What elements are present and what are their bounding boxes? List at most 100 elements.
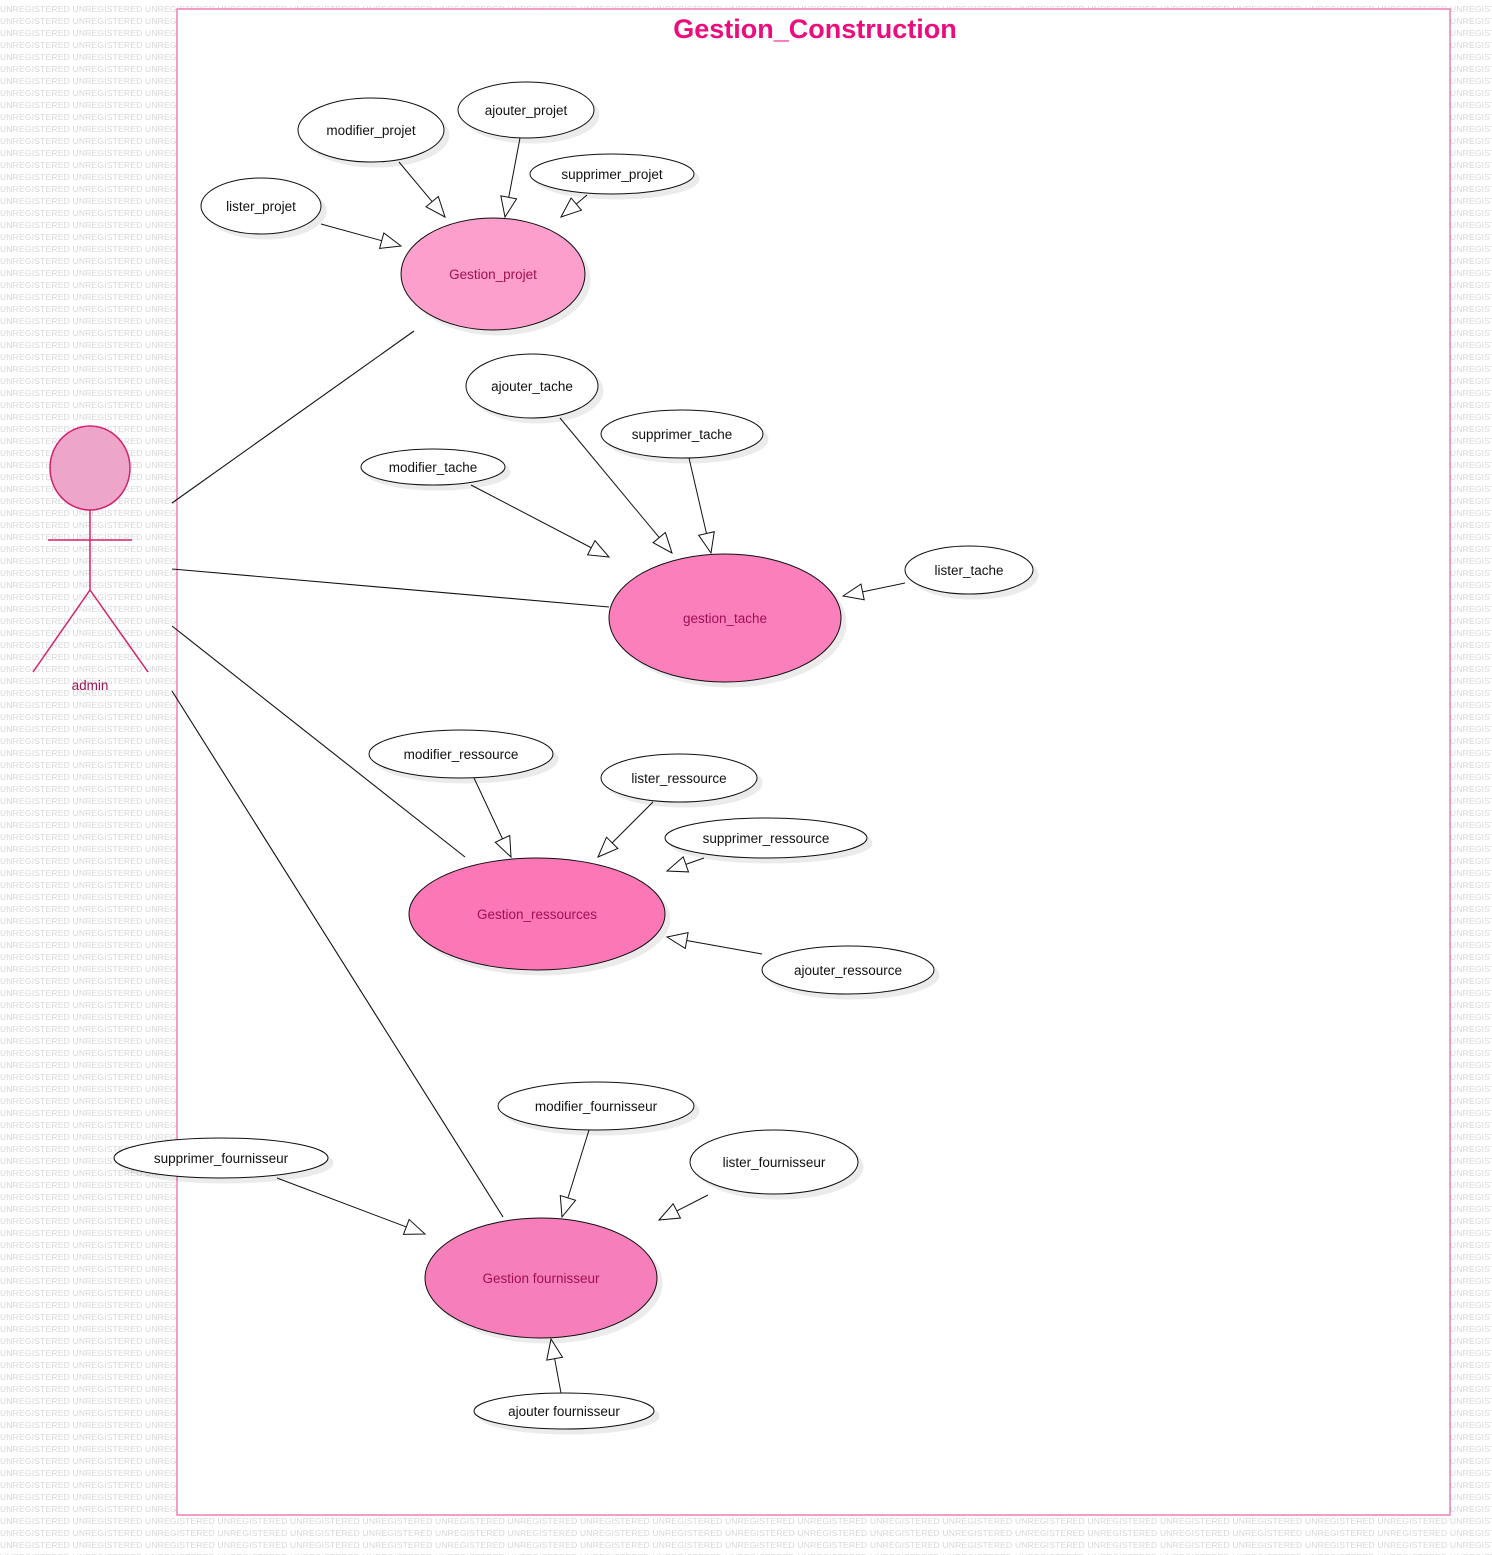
- generalization-line-lister-tache[interactable]: [862, 582, 906, 593]
- hub-label: Gestion fournisseur: [482, 1271, 600, 1286]
- generalization-arrowhead-ajouter-projet: [500, 195, 518, 219]
- use-case-ellipse: [368, 729, 554, 779]
- use-case-ajouter-fournisseur[interactable]: ajouter fournisseur: [473, 1392, 655, 1430]
- use-case-label: supprimer_tache: [632, 427, 733, 442]
- hub-ellipse: [408, 857, 666, 971]
- use-case-lister-tache[interactable]: lister_tache: [904, 545, 1034, 595]
- use-case-ellipse: [473, 1392, 655, 1430]
- generalization-line-ajouter-projet[interactable]: [508, 137, 521, 198]
- use-case-ajouter-ressource[interactable]: ajouter_ressource: [761, 945, 935, 995]
- system-boundary[interactable]: [176, 8, 1451, 1516]
- generalization-line-supprimer-fournisseur[interactable]: [276, 1177, 407, 1228]
- watermark-row: UNREGISTERED UNREGISTERED UNREGISTERED U…: [0, 1516, 1492, 1526]
- actor-label: admin: [72, 678, 109, 693]
- generalization-line-lister-fournisseur[interactable]: [676, 1194, 709, 1212]
- use-case-modifier-tache[interactable]: modifier_tache: [360, 448, 506, 486]
- use-case-ellipse: [200, 177, 322, 235]
- actor-head: [49, 425, 131, 511]
- hub-gestion-fournisseur[interactable]: Gestion fournisseur: [424, 1217, 658, 1339]
- generalization-line-supprimer-tache[interactable]: [688, 457, 707, 534]
- generalization-line-lister-ressource[interactable]: [611, 801, 654, 844]
- generalization-line-modifier-projet[interactable]: [398, 161, 433, 202]
- generalization-line-modifier-tache[interactable]: [470, 484, 592, 549]
- generalization-line-ajouter-ressource[interactable]: [686, 940, 763, 955]
- generalization-arrowhead-supprimer-ressource: [665, 855, 690, 873]
- generalization-arrows: [276, 137, 906, 1394]
- hub-ellipse: [608, 553, 842, 683]
- hub-label: Gestion_projet: [449, 267, 537, 282]
- use-case-label: ajouter_ressource: [794, 963, 902, 978]
- generalization-line-modifier-ressource[interactable]: [473, 777, 503, 840]
- use-case-ellipse: [497, 1081, 695, 1131]
- use-case-supprimer-tache[interactable]: supprimer_tache: [600, 409, 764, 459]
- use-case-ellipse: [689, 1129, 859, 1195]
- hub-label: gestion_tache: [683, 611, 767, 626]
- use-case-ellipse: [600, 753, 758, 803]
- use-case-label: ajouter fournisseur: [508, 1404, 620, 1419]
- use-case-modifier-fournisseur[interactable]: modifier_fournisseur: [497, 1081, 695, 1131]
- actor-right-leg: [89, 589, 149, 673]
- use-case-label: lister_ressource: [631, 771, 726, 786]
- generalization-line-supprimer-ressource[interactable]: [685, 857, 705, 865]
- use-case-ellipse: [600, 409, 764, 459]
- assoc-admin-tache[interactable]: [171, 568, 610, 608]
- generalization-line-modifier-fournisseur[interactable]: [567, 1129, 590, 1199]
- use-case-label: ajouter_projet: [485, 103, 568, 118]
- assoc-admin-projet[interactable]: [171, 330, 415, 504]
- generalization-arrowhead-ajouter-fournisseur: [546, 1337, 564, 1361]
- hub-gestion-ressources[interactable]: Gestion_ressources: [408, 857, 666, 971]
- generalization-line-supprimer-projet[interactable]: [575, 194, 588, 205]
- diagram-title: Gestion_Construction: [673, 14, 957, 44]
- generalization-arrowhead-lister-projet: [378, 232, 403, 249]
- watermark-row: UNREGISTERED UNREGISTERED UNREGISTERED U…: [0, 1552, 1492, 1555]
- assoc-admin-fournisseur[interactable]: [171, 690, 504, 1218]
- generalization-arrowhead-ajouter-ressource: [665, 932, 689, 950]
- generalization-arrowhead-modifier-ressource: [494, 834, 512, 859]
- assoc-admin-ressources[interactable]: [171, 625, 466, 858]
- use-case-ellipse: [113, 1137, 329, 1179]
- use-case-modifier-ressource[interactable]: modifier_ressource: [368, 729, 554, 779]
- actor-left-leg: [32, 589, 91, 673]
- use-case-ajouter-projet[interactable]: ajouter_projet: [457, 81, 595, 139]
- use-case-ellipse: [297, 97, 445, 163]
- use-case-ellipse: [664, 817, 868, 859]
- use-case-label: ajouter_tache: [491, 379, 573, 394]
- generalization-arrowhead-supprimer-fournisseur: [402, 1218, 427, 1235]
- hub-ellipse: [424, 1217, 658, 1339]
- use-case-lister-ressource[interactable]: lister_ressource: [600, 753, 758, 803]
- use-case-ellipse: [904, 545, 1034, 595]
- generalization-arrowhead-modifier-projet: [425, 195, 446, 219]
- use-case-label: supprimer_ressource: [703, 831, 830, 846]
- use-case-supprimer-ressource[interactable]: supprimer_ressource: [664, 817, 868, 859]
- generalization-arrowhead-lister-tache: [841, 583, 865, 601]
- use-case-ellipse: [465, 353, 599, 419]
- watermark-row: UNREGISTERED UNREGISTERED UNREGISTERED U…: [0, 1528, 1492, 1538]
- use-case-modifier-projet[interactable]: modifier_projet: [297, 97, 445, 163]
- use-case-ellipse: [360, 448, 506, 486]
- hub-gestion-tache[interactable]: gestion_tache: [608, 553, 842, 683]
- hub-label: Gestion_ressources: [477, 907, 597, 922]
- generalization-line-ajouter-tache[interactable]: [559, 417, 660, 538]
- use-case-supprimer-projet[interactable]: supprimer_projet: [529, 153, 695, 195]
- use-case-lister-projet[interactable]: lister_projet: [200, 177, 322, 235]
- use-case-label: supprimer_fournisseur: [154, 1151, 289, 1166]
- hub-gestion-projet[interactable]: Gestion_projet: [400, 217, 586, 331]
- use-case-label: modifier_ressource: [404, 747, 519, 762]
- actor-admin[interactable]: [32, 425, 149, 673]
- generalization-arrowhead-modifier-tache: [586, 539, 611, 558]
- hub-ellipse: [400, 217, 586, 331]
- use-case-ajouter-tache[interactable]: ajouter_tache: [465, 353, 599, 419]
- generalization-arrowhead-modifier-fournisseur: [559, 1194, 577, 1219]
- use-case-supprimer-fournisseur[interactable]: supprimer_fournisseur: [113, 1137, 329, 1179]
- generalization-line-lister-projet[interactable]: [320, 223, 382, 242]
- generalization-arrowhead-supprimer-tache: [697, 531, 715, 555]
- generalization-line-ajouter-fournisseur[interactable]: [554, 1358, 562, 1394]
- use-case-ellipse: [529, 153, 695, 195]
- use-case-ellipse: [761, 945, 935, 995]
- use-case-lister-fournisseur[interactable]: lister_fournisseur: [689, 1129, 859, 1195]
- use-case-label: modifier_projet: [326, 123, 416, 138]
- generalization-arrowhead-ajouter-tache: [652, 531, 673, 555]
- use-case-label: lister_projet: [226, 199, 296, 214]
- generalization-arrowhead-lister-ressource: [597, 836, 619, 858]
